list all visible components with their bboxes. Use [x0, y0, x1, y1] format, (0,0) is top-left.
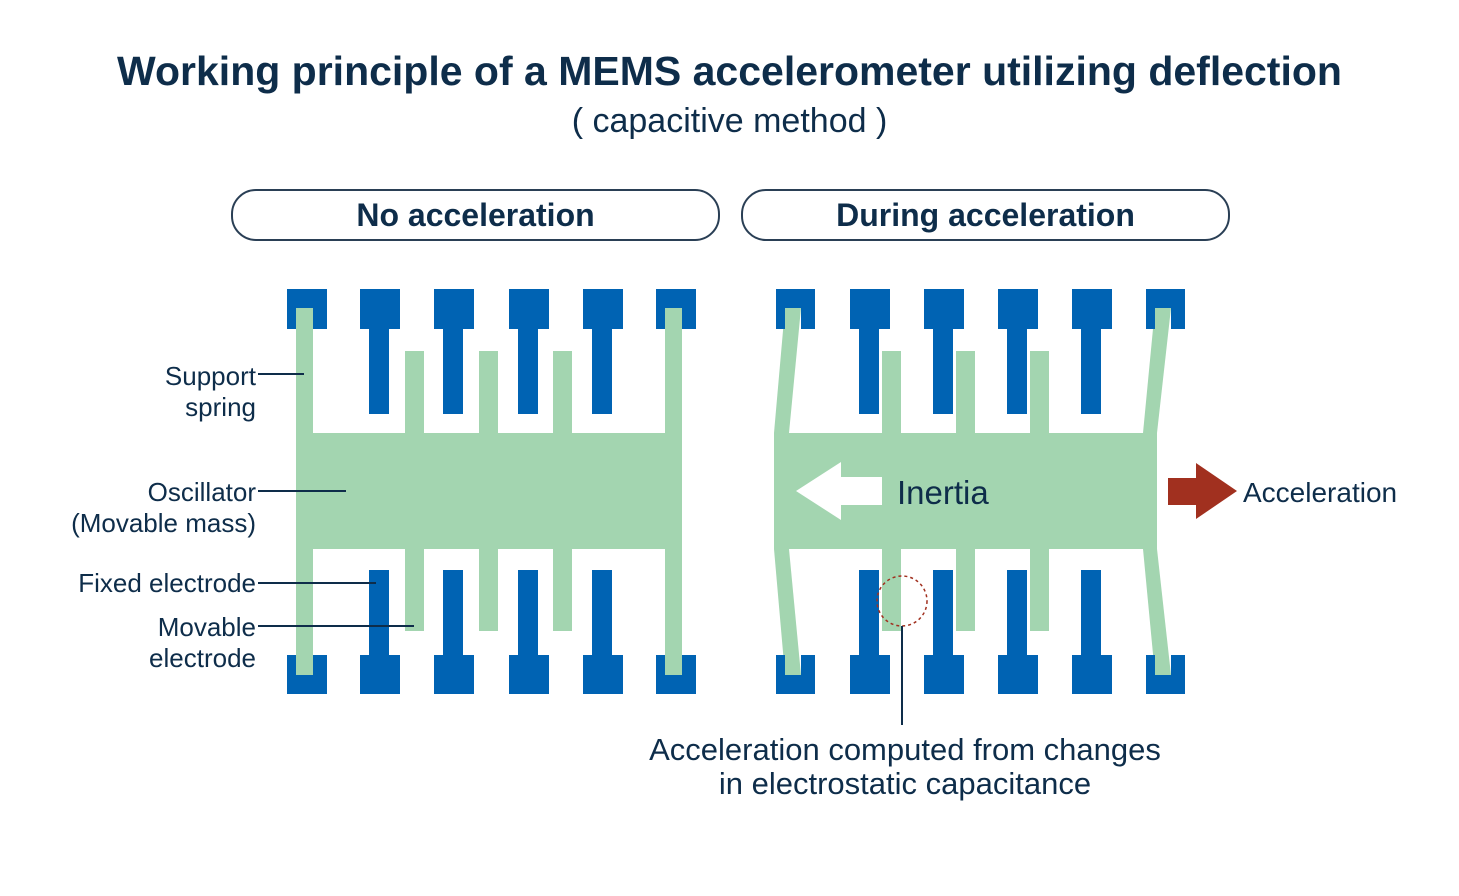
right-anchor — [776, 655, 815, 694]
label-oscillator-line1: Oscillator — [147, 477, 256, 507]
label-inertia: Inertia — [897, 474, 989, 511]
acceleration-arrow-icon — [1168, 463, 1237, 519]
right-fixed-electrode — [1072, 570, 1112, 694]
left-fixed-electrode — [583, 570, 623, 694]
right-fixed-electrodes — [776, 289, 1185, 694]
left-fixed-electrode — [583, 289, 623, 414]
label-acceleration: Acceleration — [1243, 477, 1398, 508]
label-oscillator-line2: (Movable mass) — [71, 508, 256, 538]
right-fixed-electrode — [850, 570, 890, 694]
label-fixed-electrode: Fixed electrode — [10, 568, 256, 599]
right-structure — [774, 289, 1237, 725]
right-movable-electrode — [882, 547, 901, 631]
leader-lines — [258, 373, 414, 627]
left-movable-electrode — [405, 351, 424, 435]
right-movable-electrode — [1030, 351, 1049, 435]
left-movable-electrode — [553, 351, 572, 435]
left-movable-electrode — [553, 547, 572, 631]
inertia-arrow-icon — [796, 462, 882, 520]
right-fixed-electrode — [998, 570, 1038, 694]
capacitance-highlight-circle — [876, 575, 928, 627]
label-fixed-electrode-text: Fixed electrode — [78, 568, 256, 598]
left-anchor — [656, 289, 696, 329]
left-spring-right — [665, 308, 682, 675]
panel-title-during-acceleration: During acceleration — [741, 189, 1230, 241]
left-fixed-electrode — [434, 570, 474, 694]
capacitance-note: Acceleration computed from changes in el… — [560, 733, 1250, 801]
left-anchor — [287, 655, 327, 694]
right-fixed-electrode — [924, 570, 964, 694]
capacitance-note-line2: in electrostatic capacitance — [718, 766, 1092, 801]
left-anchor — [656, 655, 696, 694]
label-movable-electrode: Movable electrode — [60, 612, 256, 674]
left-movable-part — [296, 308, 682, 675]
left-structure — [287, 289, 696, 694]
right-anchor — [1146, 289, 1185, 329]
left-movable-electrode — [405, 547, 424, 631]
right-spring-right — [1143, 308, 1171, 433]
capacitance-note-line1: Acceleration computed from changes — [649, 732, 1161, 767]
left-fixed-electrode — [360, 289, 400, 414]
label-movable-electrode-line2: electrode — [149, 643, 256, 673]
left-fixed-electrode — [509, 289, 549, 414]
left-oscillator-mass — [296, 433, 680, 549]
right-spring-left — [774, 549, 801, 675]
left-fixed-electrode — [509, 570, 549, 694]
left-fixed-electrodes — [287, 289, 696, 694]
right-fixed-electrode — [850, 289, 890, 414]
left-movable-electrode — [479, 547, 498, 631]
right-spring-left — [774, 308, 801, 433]
label-support-spring: Support spring — [80, 361, 256, 423]
right-fixed-electrode — [1072, 289, 1112, 414]
left-fixed-electrode — [434, 289, 474, 414]
right-anchor — [776, 289, 815, 329]
label-movable-electrode-line1: Movable — [157, 612, 256, 642]
left-anchor — [287, 289, 327, 329]
right-movable-electrode — [956, 547, 975, 631]
left-movable-electrode — [479, 351, 498, 435]
right-movable-electrode — [1030, 547, 1049, 631]
panel-title-no-acceleration: No acceleration — [231, 189, 720, 241]
right-spring-right — [1143, 549, 1171, 675]
right-movable-electrode — [956, 351, 975, 435]
right-fixed-electrode — [998, 289, 1038, 414]
right-fixed-electrode — [924, 289, 964, 414]
right-anchor — [1146, 655, 1185, 694]
label-support-spring-text: Support spring — [164, 361, 256, 422]
page-subtitle: ( capacitive method ) — [571, 102, 888, 140]
page-title: Working principle of a MEMS acceleromete… — [117, 48, 1342, 94]
label-oscillator: Oscillator (Movable mass) — [20, 477, 256, 539]
left-fixed-electrode — [360, 570, 400, 694]
right-movable-electrode — [882, 351, 901, 435]
